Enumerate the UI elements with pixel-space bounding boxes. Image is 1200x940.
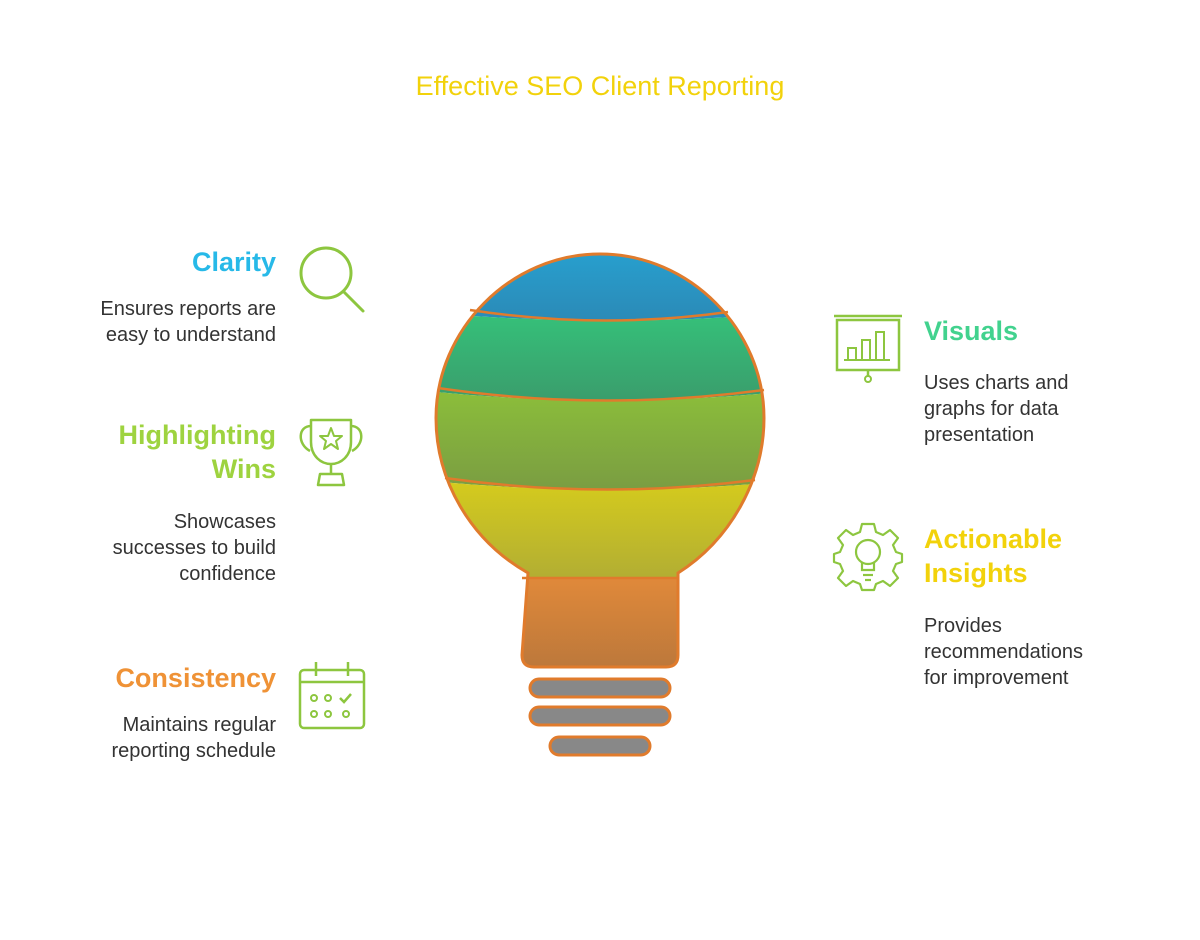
- actionable-desc-line: Provides: [924, 615, 1002, 637]
- bulb-base-ring-2: [528, 705, 672, 727]
- bulb-band-yellow: [436, 478, 764, 578]
- bulb-outline: [434, 252, 766, 669]
- bulb-band-green: [436, 310, 764, 401]
- actionable-insights-description: Provides recommendations for improvement: [924, 613, 1083, 691]
- visuals-desc-line: graphs for data: [924, 398, 1059, 420]
- consistency-desc-line: reporting schedule: [111, 740, 276, 762]
- actionable-desc-line: recommendations: [924, 641, 1083, 663]
- actionable-heading-line: Insights: [924, 558, 1028, 588]
- highlighting-heading-line: Highlighting: [118, 420, 276, 450]
- clarity-heading: Clarity: [191, 247, 276, 277]
- highlighting-heading-line: Wins: [211, 454, 276, 484]
- clarity-description: Ensures reports are easy to understand: [100, 296, 276, 348]
- consistency-desc-line: Maintains regular: [122, 714, 276, 736]
- consistency-heading: Consistency: [115, 663, 276, 693]
- highlighting-desc-line: Showcases: [173, 511, 276, 533]
- actionable-desc-line: for improvement: [924, 667, 1069, 689]
- actionable-insights-heading: Actionable Insights: [924, 522, 1062, 590]
- actionable-heading-line: Actionable: [924, 524, 1063, 554]
- highlighting-wins-description: Showcases successes to build confidence: [113, 509, 276, 587]
- gear-bulb-icon: [832, 522, 904, 592]
- clarity-desc-line: Ensures reports are: [100, 298, 276, 320]
- trophy-icon: [299, 418, 363, 487]
- highlighting-wins-heading: Highlighting Wins: [119, 418, 276, 486]
- magnifier-icon: [299, 246, 365, 313]
- bulb-band-orange: [436, 578, 764, 667]
- visuals-desc-line: Uses charts and: [924, 372, 1069, 394]
- bulb-band-lime: [436, 388, 764, 490]
- bulb-base-ring-3: [548, 735, 652, 757]
- visuals-heading: Visuals: [924, 316, 1019, 346]
- diagram-title: Effective SEO Client Reporting: [415, 71, 785, 101]
- bulb-band-blue: [436, 254, 764, 321]
- highlighting-desc-line: successes to build: [112, 537, 276, 559]
- bulb-base-ring-1: [528, 677, 672, 699]
- consistency-description: Maintains regular reporting schedule: [111, 712, 276, 764]
- visuals-description: Uses charts and graphs for data presenta…: [924, 370, 1069, 448]
- presentation-chart-icon: [834, 314, 902, 383]
- highlighting-desc-line: confidence: [179, 563, 276, 585]
- calendar-icon: [298, 662, 366, 730]
- visuals-desc-line: presentation: [924, 424, 1035, 446]
- clarity-desc-line: easy to understand: [105, 324, 276, 346]
